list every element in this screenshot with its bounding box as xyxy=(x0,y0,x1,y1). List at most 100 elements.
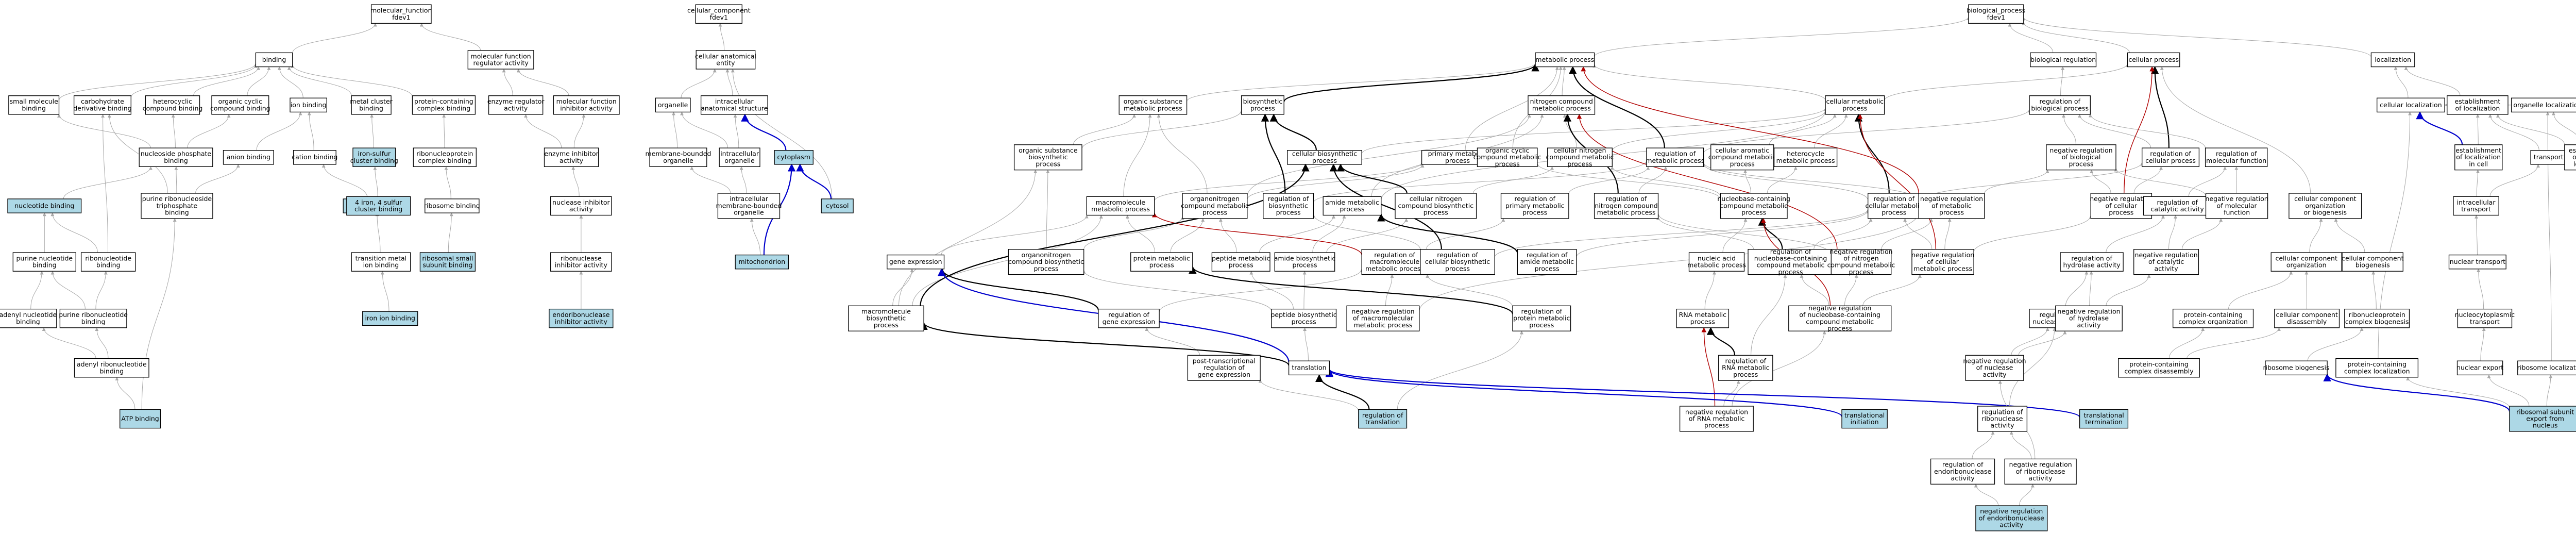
node-regnbcm[interactable]: regulation ofnucleobase-containingcompou… xyxy=(1748,247,1834,276)
node-binding[interactable]: binding xyxy=(255,52,293,68)
node-nucb[interactable]: nucleotide binding xyxy=(7,198,82,213)
node-nuctr[interactable]: nuclear transport xyxy=(2448,254,2506,270)
node-cellloc[interactable]: cellular localization xyxy=(2377,97,2445,113)
node-mito[interactable]: mitochondrion xyxy=(735,254,789,270)
node-transport[interactable]: transport xyxy=(2530,150,2567,165)
node-organelle[interactable]: organelle xyxy=(655,97,691,113)
node-cytosol[interactable]: cytosol xyxy=(821,198,854,213)
node-localiz[interactable]: localization xyxy=(2370,52,2415,68)
node-anionb[interactable]: anion binding xyxy=(223,150,274,165)
node-biolreg[interactable]: biological regulation xyxy=(2030,52,2097,68)
node-geneexp[interactable]: gene expression xyxy=(887,254,945,270)
node-ribob[interactable]: ribosome binding xyxy=(424,198,480,213)
node-cytoplasm[interactable]: cytoplasm xyxy=(774,150,814,165)
node-ironb[interactable]: iron ion binding xyxy=(362,311,418,326)
node-cellproc[interactable]: cellular process xyxy=(2127,52,2180,68)
node-ionb[interactable]: ion binding xyxy=(290,97,327,113)
node-atpb[interactable]: ATP binding xyxy=(120,409,161,429)
